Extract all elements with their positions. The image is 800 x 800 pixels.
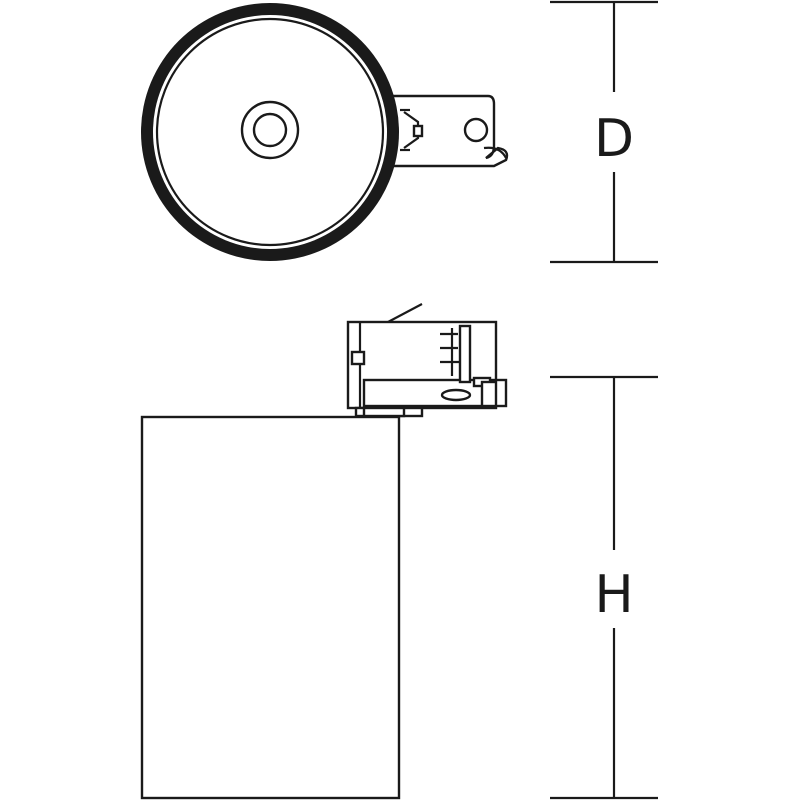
inner-rim [155, 17, 385, 247]
top-view-adapter [390, 94, 509, 168]
dimension-d-label: D [594, 109, 634, 169]
lens-inner [252, 112, 288, 148]
dimension-d: D [550, 0, 658, 264]
dimension-h-label: H [594, 565, 633, 625]
luminaire-body [140, 415, 401, 800]
side-view [140, 303, 508, 800]
track-adapter [346, 303, 508, 418]
dimension-h: H [550, 375, 658, 800]
top-view [141, 3, 509, 261]
